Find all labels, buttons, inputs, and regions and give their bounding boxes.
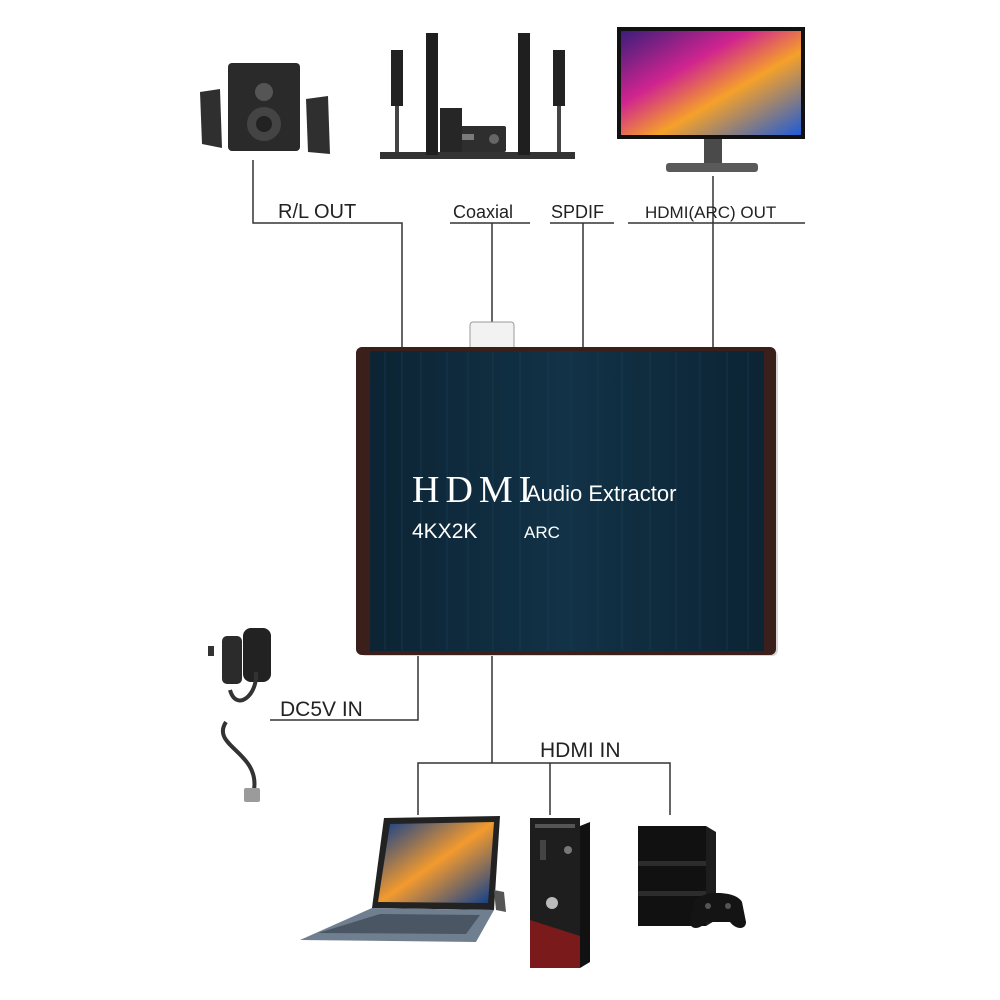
- device-mode: ARC: [524, 523, 560, 542]
- rl-out-line: [252, 160, 403, 348]
- power-adapter-icon: [208, 628, 271, 802]
- hdmi-arc-out-label: HDMI(ARC) OUT: [645, 203, 776, 222]
- monitor-icon: [617, 27, 805, 172]
- audio-extractor-device: HDMI Audio Extractor 4KX2K ARC: [356, 321, 778, 656]
- game-controller-icon: [690, 893, 746, 928]
- desktop-pc-icon: [530, 818, 590, 968]
- laptop-icon: [300, 816, 506, 942]
- spdif-label: SPDIF: [551, 202, 604, 222]
- device-texture: [384, 352, 749, 650]
- rl-out-label: R/L OUT: [278, 201, 356, 223]
- device-title-sub: Audio Extractor: [526, 481, 676, 506]
- device-panel: [370, 351, 764, 651]
- coaxial-label: Coaxial: [453, 202, 513, 222]
- hdmi-in-branch: [417, 762, 671, 815]
- hdmi-in-label: HDMI IN: [540, 739, 621, 762]
- dc5v-in-label: DC5V IN: [280, 698, 363, 721]
- device-resolution: 4KX2K: [412, 520, 477, 543]
- coaxial-port: [469, 321, 515, 351]
- device-title-main: HDMI: [412, 469, 537, 511]
- dc5v-line: [270, 656, 419, 721]
- connection-lines: [252, 160, 805, 815]
- home-theater-icon: [380, 33, 575, 159]
- speaker-system-icon: [200, 63, 330, 154]
